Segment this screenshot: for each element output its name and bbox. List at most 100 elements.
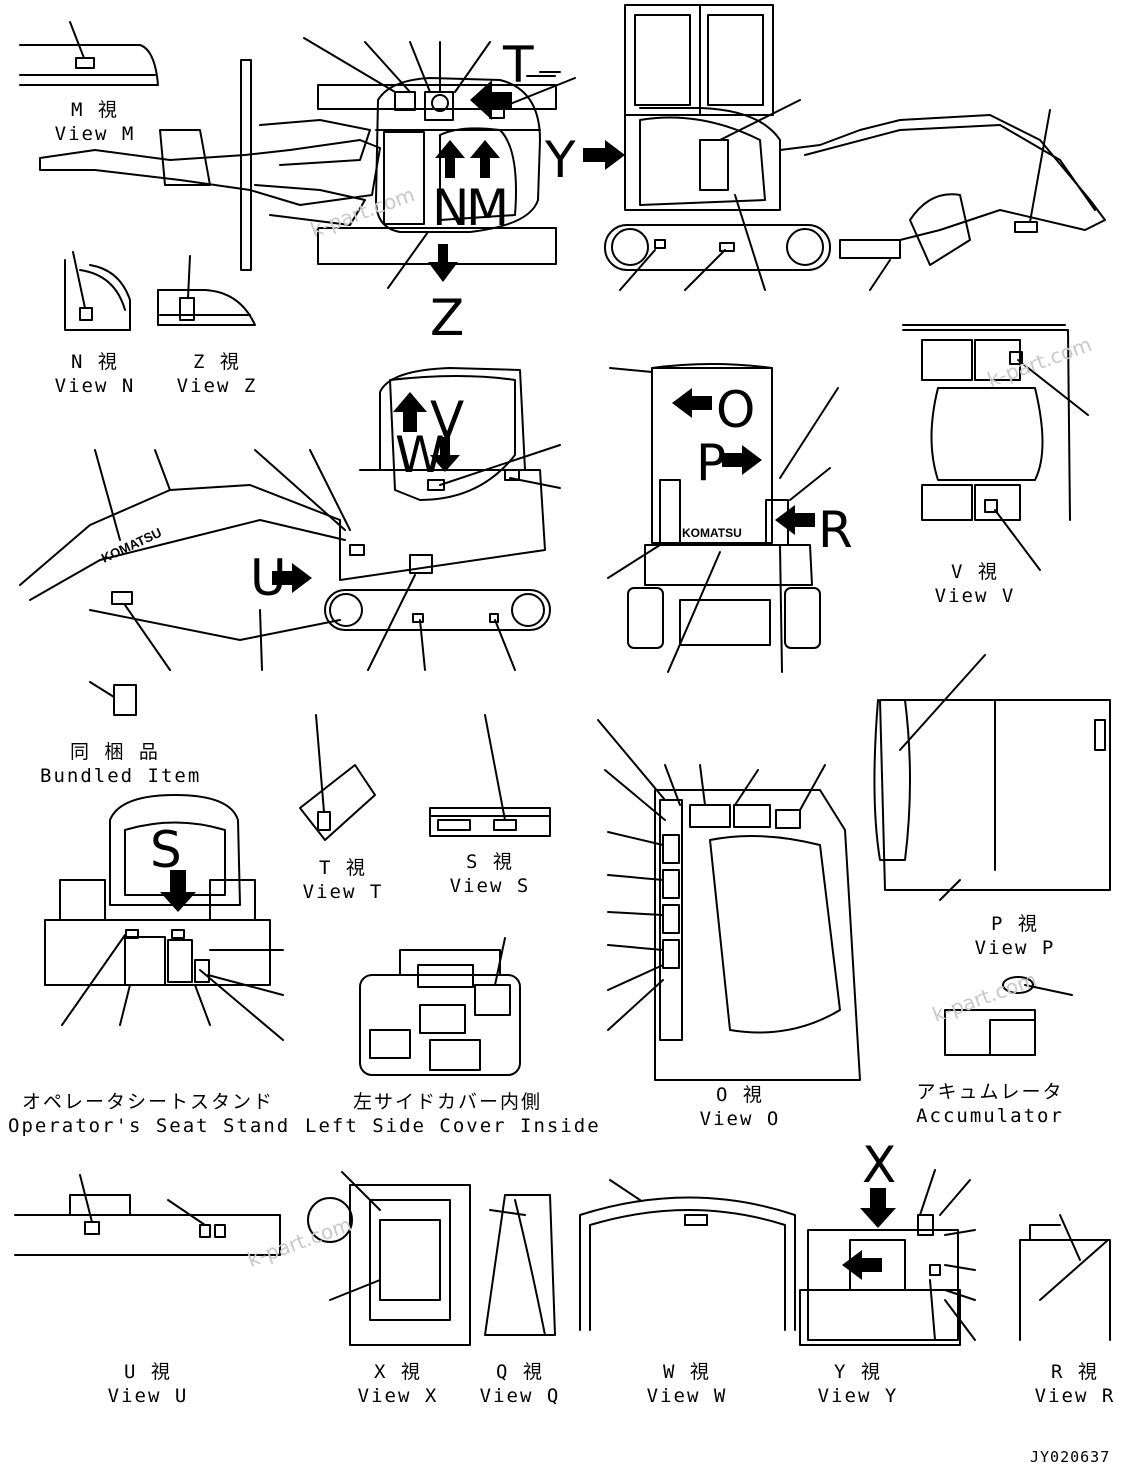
view-x-label: X 視 View X — [353, 1360, 443, 1408]
marker-z: Z — [430, 289, 465, 347]
view-w-label: W 視 View W — [642, 1360, 732, 1408]
bundled-item-en: Bundled Item — [40, 765, 202, 787]
view-n-drawing — [64, 251, 131, 331]
arrow-n1 — [435, 140, 465, 178]
view-o-jp: O 視 — [716, 1084, 764, 1106]
arrow-x — [860, 1188, 896, 1228]
view-n-label: N 視 View N — [50, 350, 140, 398]
arrow-s — [160, 870, 196, 912]
view-u-drawing — [14, 1174, 281, 1256]
arrow-y2 — [842, 1250, 882, 1280]
view-x-jp: X 視 — [374, 1361, 422, 1383]
accumulator-en: Accumulator — [916, 1105, 1064, 1127]
view-v-drawing — [902, 324, 1089, 571]
arrow-r — [775, 505, 815, 535]
arrow-u — [272, 563, 312, 593]
rear-view — [607, 363, 839, 673]
view-r-en: View R — [1034, 1385, 1116, 1407]
arrow-t — [470, 80, 512, 120]
side-view-left — [19, 367, 561, 671]
view-y-en: View Y — [817, 1385, 899, 1407]
arrow-m1 — [470, 140, 500, 178]
view-m-en: View M — [54, 123, 136, 145]
marker-r: R — [818, 501, 853, 559]
side-view-right — [604, 4, 1106, 291]
view-z-label: Z 視 View Z — [172, 350, 262, 398]
drawing-code: JY020637 — [1030, 1448, 1111, 1466]
view-r-drawing — [1019, 1214, 1111, 1341]
view-p-en: View P — [974, 937, 1056, 959]
marker-w: W — [395, 426, 445, 484]
view-x-drawing — [307, 1171, 471, 1346]
arrow-w — [430, 437, 460, 472]
marker-o: O — [716, 381, 756, 439]
arrow-o — [672, 388, 712, 418]
marker-y: Y — [545, 131, 576, 189]
marker-n: N — [432, 179, 470, 237]
bundled-item-drawing — [89, 681, 137, 716]
view-t-label: T 視 View T — [298, 856, 388, 904]
view-y-jp: Y 視 — [834, 1361, 882, 1383]
top-view-machine — [39, 37, 576, 289]
view-p-jp: P 視 — [991, 913, 1039, 935]
view-t-drawing — [299, 714, 376, 841]
view-m-label: M 視 View M — [50, 98, 140, 146]
seat-stand-drawing — [44, 794, 284, 1041]
view-w-drawing — [579, 1179, 796, 1331]
bundled-item-jp: 同 梱 品 — [70, 741, 160, 763]
view-o-drawing — [597, 719, 861, 1081]
accumulator-jp: アキュムレータ — [916, 1081, 1064, 1103]
view-r-label: R 視 View R — [1030, 1360, 1120, 1408]
view-w-jp: W 視 — [663, 1361, 711, 1383]
view-n-jp: N 視 — [71, 351, 119, 373]
arrow-v — [393, 392, 427, 432]
seat-stand-label: オペレータシートスタンド Operator's Seat Stand — [8, 1090, 288, 1138]
view-z-drawing — [157, 255, 256, 326]
accumulator-label: アキュムレータ Accumulator — [915, 1080, 1065, 1128]
view-n-en: View N — [54, 375, 136, 397]
view-r-jp: R 視 — [1051, 1361, 1099, 1383]
accumulator-drawing — [944, 976, 1073, 1056]
marker-v: V — [430, 391, 465, 449]
view-u-en: View U — [107, 1385, 189, 1407]
view-w-en: View W — [646, 1385, 728, 1407]
view-z-jp: Z 視 — [193, 351, 241, 373]
view-u-label: U 視 View U — [103, 1360, 193, 1408]
view-s-label: S 視 View S — [445, 850, 535, 898]
brand-side: KOMATSU — [99, 525, 164, 566]
seat-stand-jp: オペレータシートスタンド — [21, 1091, 274, 1113]
view-v-jp: V 視 — [951, 561, 999, 583]
left-cover-jp: 左サイドカバー内側 — [352, 1091, 542, 1113]
left-cover-drawing — [359, 937, 521, 1076]
view-q-drawing — [484, 1194, 556, 1336]
marker-t: T — [503, 36, 534, 94]
view-o-en: View O — [699, 1108, 781, 1130]
arrow-p — [722, 445, 762, 475]
marker-s: S — [150, 821, 182, 879]
marker-p: P — [696, 434, 727, 492]
view-m-jp: M 視 — [71, 99, 119, 121]
view-q-en: View Q — [479, 1385, 561, 1407]
view-t-en: View T — [302, 881, 384, 903]
view-q-jp: Q 視 — [496, 1361, 544, 1383]
bundled-item-label: 同 梱 品 Bundled Item — [40, 740, 202, 788]
view-p-drawing — [873, 654, 1111, 901]
view-y-drawing — [799, 1169, 976, 1346]
left-cover-en: Left Side Cover Inside — [305, 1115, 601, 1137]
view-s-jp: S 視 — [466, 851, 514, 873]
view-q-label: Q 視 View Q — [475, 1360, 565, 1408]
marker-m: M — [466, 179, 510, 237]
view-m-drawing — [19, 21, 159, 86]
view-x-en: View X — [357, 1385, 439, 1407]
view-s-en: View S — [449, 875, 531, 897]
view-t-jp: T 視 — [319, 857, 367, 879]
arrow-y — [583, 140, 625, 170]
view-z-en: View Z — [176, 375, 258, 397]
view-y-label: Y 視 View Y — [813, 1360, 903, 1408]
view-v-label: V 視 View V — [930, 560, 1020, 608]
brand-rear: KOMATSU — [682, 526, 742, 540]
arrow-z — [428, 244, 458, 282]
marker-x: X — [862, 1136, 897, 1194]
left-cover-label: 左サイドカバー内側 Left Side Cover Inside — [305, 1090, 601, 1138]
